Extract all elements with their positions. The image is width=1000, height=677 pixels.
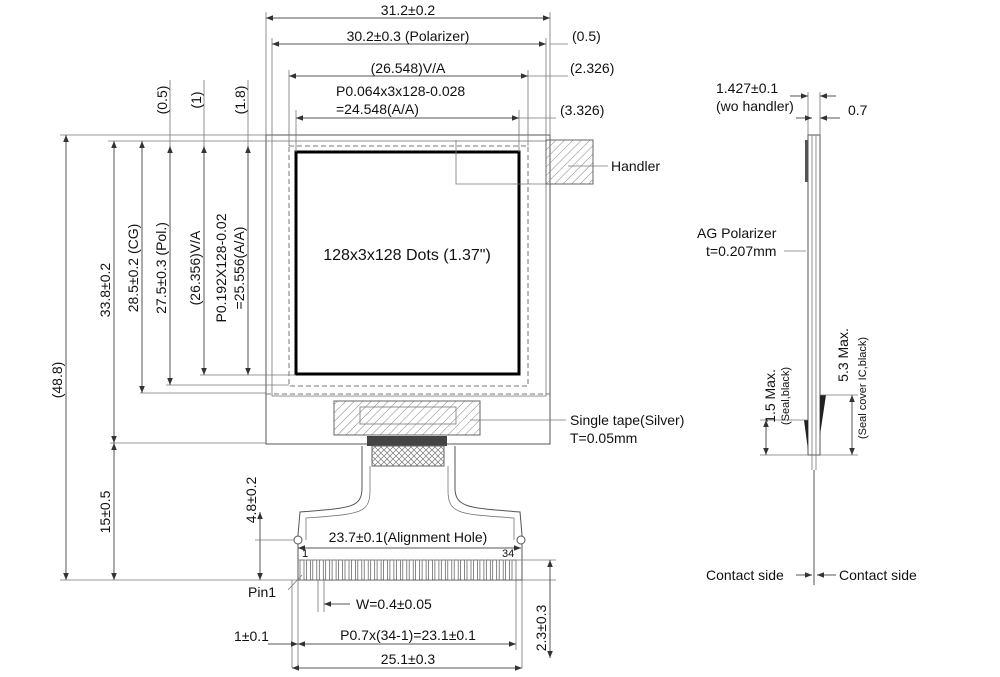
dim-v-338: 33.8±0.2 (97, 263, 113, 318)
viewing-area-outline (288, 145, 529, 387)
side-glass (807, 134, 821, 456)
dim-v-275: 27.5±0.3 (Pol.) (153, 222, 169, 314)
dim-right-3326: (3.326) (560, 102, 604, 118)
contact-pin (408, 559, 414, 581)
alignment-hole-left (293, 535, 303, 545)
dim-v-285: 28.5±0.2 (CG) (125, 224, 141, 313)
front-view (265, 134, 608, 581)
contact-pin (383, 559, 388, 581)
side-07: 0.7 (848, 102, 868, 118)
contact-pin (344, 559, 350, 581)
dim-aa-width-l2: =24.548(A/A) (336, 101, 419, 117)
ag-polarizer-l1: AG Polarizer (697, 225, 777, 241)
side-view (760, 92, 858, 585)
pin1-label: Pin1 (248, 584, 276, 600)
dim-pitch: P0.7x(34-1)=23.1±0.1 (340, 627, 476, 643)
dim-v-va: (26.356)V/A (187, 230, 203, 305)
labels: 31.2±0.2 30.2±0.3 (Polarizer) (0.5) (26.… (49, 2, 917, 667)
alignment-hole-label: 23.7±0.1(Alignment Hole) (329, 529, 488, 545)
contact-pin (485, 559, 491, 581)
dim-v-aa-l2: =25.556(A/A) (231, 227, 247, 310)
tape-label-l1: Single tape(Silver) (570, 412, 684, 428)
contact-pin (396, 559, 401, 581)
seal-cover-value: 5.3 Max. (835, 328, 851, 382)
contact-pin (376, 559, 382, 581)
dim-v-05: (0.5) (154, 86, 170, 115)
polarizer-outline (271, 140, 547, 397)
dim-v-23: 2.3±0.3 (533, 604, 549, 651)
glass-outline (265, 134, 551, 445)
contact-pin (370, 559, 376, 581)
contact-pin (473, 559, 478, 581)
alignment-hole-right (516, 535, 526, 545)
contact-pin (363, 559, 369, 581)
contact-pins (299, 559, 517, 581)
seal-black-note: (Seal,black) (780, 367, 792, 425)
contact-pin (402, 559, 408, 581)
contact-pin (389, 559, 395, 581)
dim-polarizer-width: 30.2±0.3 (Polarizer) (347, 28, 470, 44)
contact-pin (460, 559, 465, 581)
contact-side-right: Contact side (839, 567, 917, 583)
dim-v-48: 4.8±0.2 (243, 476, 259, 523)
dim-v-15: 15±0.5 (97, 490, 113, 533)
dim-v-1: (1) (188, 91, 204, 108)
contact-pin (357, 559, 363, 581)
contact-pin (312, 559, 318, 581)
center-text: 128x3x128 Dots (1.37") (323, 247, 491, 264)
side-thickness-l2: (wo handler) (716, 98, 794, 114)
contact-pin (447, 559, 453, 581)
fpc-bond (367, 436, 447, 446)
dim-v-aa-l1: P0.192X128-0.02 (213, 213, 229, 322)
contact-pin (351, 559, 356, 581)
fpc-cross-hatch (371, 445, 445, 467)
contact-pin (306, 559, 311, 581)
contact-pin (415, 559, 420, 581)
front-dimensions (60, 12, 568, 671)
dim-v-18: (1.8) (232, 86, 248, 115)
dim-right-2326: (2.326) (570, 60, 614, 76)
pin-width-label: W=0.4±0.05 (356, 596, 432, 612)
contact-pin (479, 559, 485, 581)
seal-black-value: 1.5 Max. (762, 369, 778, 423)
contact-pin (466, 559, 472, 581)
dim-top-width: 31.2±0.2 (381, 2, 436, 18)
contact-pin (453, 559, 459, 581)
contact-pin (428, 559, 433, 581)
contact-pin (331, 559, 337, 581)
contact-pin (511, 559, 517, 581)
contact-pin (498, 559, 504, 581)
dim-left-1: 1±0.1 (234, 628, 269, 644)
active-area-outline (294, 150, 521, 376)
dim-va-width: (26.548)V/A (371, 60, 446, 76)
contact-pin (421, 559, 427, 581)
contact-pin (338, 559, 343, 581)
single-tape (333, 400, 481, 436)
contact-pin (434, 559, 440, 581)
contact-pin (492, 559, 498, 581)
side-thickness-l1: 1.427±0.1 (716, 80, 778, 96)
pin-first-label: 1 (302, 548, 308, 560)
handler-tab (545, 139, 594, 185)
contact-pin (325, 559, 331, 581)
contact-pin (318, 559, 324, 581)
dim-right-05: (0.5) (572, 28, 601, 44)
dim-v-488: (48.8) (49, 362, 65, 399)
tape-label-l2: T=0.05mm (570, 430, 637, 446)
pin-last-label: 34 (502, 548, 514, 560)
handler-label: Handler (611, 158, 660, 174)
dim-bottom-width: 25.1±0.3 (381, 651, 436, 667)
dim-aa-width-l1: P0.064x3x128-0.028 (336, 83, 465, 99)
seal-cover-note: (Seal cover IC,black) (857, 337, 869, 439)
contact-side-left: Contact side (706, 567, 784, 583)
contact-pin (505, 559, 510, 581)
ag-polarizer-l2: t=0.207mm (706, 243, 776, 259)
contact-pin (440, 559, 446, 581)
